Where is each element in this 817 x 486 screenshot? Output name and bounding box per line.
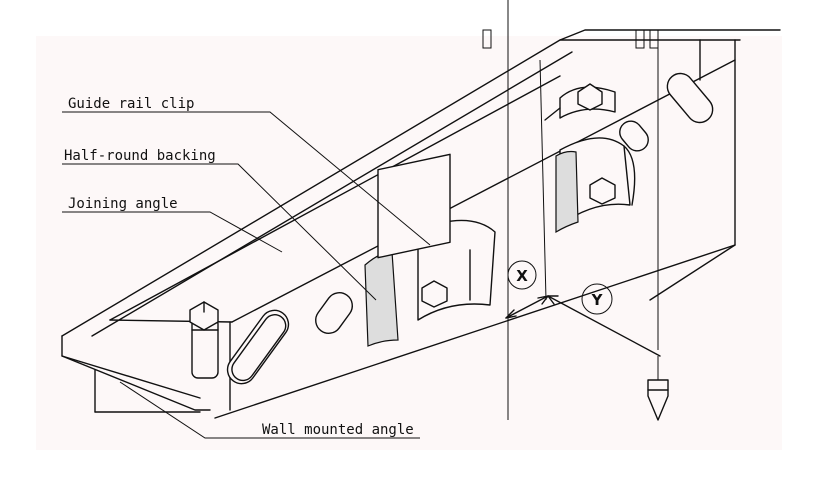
slot-middle (315, 292, 353, 334)
leader-lines (62, 111, 431, 439)
guide-rail-clip-left (364, 153, 496, 347)
dimension-x-label: X (516, 267, 528, 285)
joining-angle-leader (62, 211, 283, 253)
label-wall-mounted-angle: Wall mounted angle (262, 422, 414, 438)
label-half-round-backing: Half-round backing (64, 148, 216, 164)
wall-mounted-angle-leader (119, 381, 420, 439)
label-guide-rail-clip: Guide rail clip (68, 96, 194, 112)
left-bolt (189, 301, 219, 379)
half-round-backing-leader (62, 163, 377, 301)
plumb-bob (647, 356, 669, 421)
wall-mounted-angle-part (61, 29, 781, 419)
dimension-x (505, 260, 549, 319)
label-joining-angle: Joining angle (68, 196, 178, 212)
slots (226, 72, 714, 385)
reference-lines (482, 0, 659, 420)
dimension-y-label: Y (591, 291, 604, 309)
rear-bolt (544, 83, 616, 121)
guide-rail-clip-right (555, 137, 636, 234)
slot-right (666, 72, 714, 124)
guide-rail-clip-leader (62, 111, 431, 246)
dimension-y (547, 283, 661, 357)
